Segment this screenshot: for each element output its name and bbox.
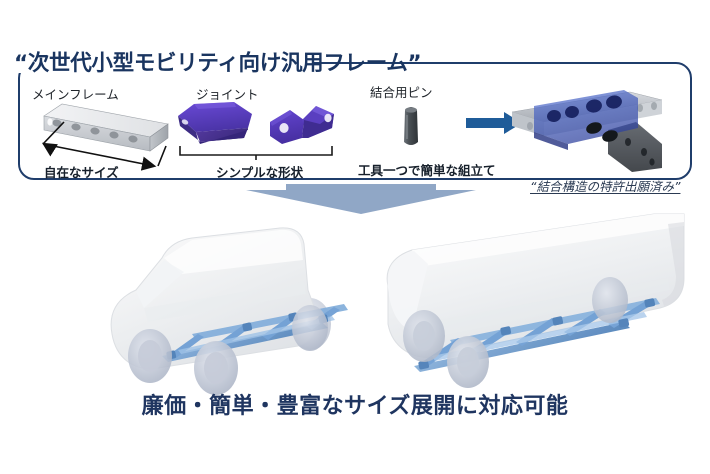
- double-headed-arrow-icon: [40, 118, 172, 171]
- label-main-frame: メインフレーム: [32, 87, 119, 102]
- right-arrow-icon: [466, 112, 522, 134]
- label-pin: 結合用ピン: [370, 85, 433, 100]
- purple-l-bracket-icon: [268, 98, 338, 150]
- purple-joint-icon: [176, 100, 260, 148]
- box-truck-render-icon: [372, 213, 688, 398]
- down-arrow-icon: [246, 184, 476, 214]
- joint-assembly-render-icon: [511, 84, 672, 172]
- pin-icon: [402, 104, 420, 148]
- title-border-mask: [10, 55, 312, 73]
- component-panel-frame: [18, 62, 692, 180]
- bottom-caption: 廉価・簡単・豊富なサイズ展開に対応可能: [141, 394, 569, 419]
- caption-free-size: 自在なサイズ: [44, 165, 119, 180]
- label-joint: ジョイント: [196, 87, 259, 102]
- small-van-render-icon: [92, 216, 392, 396]
- span-bracket-icon: [178, 146, 334, 160]
- page-title: “次世代小型モビリティ向け汎用フレーム”: [14, 51, 422, 76]
- caption-easy-assembly: 工具一つで簡単な組立て: [358, 163, 496, 178]
- caption-simple-shape: シンプルな形状: [216, 165, 304, 180]
- c-channel-rail-icon: [40, 100, 170, 162]
- patent-note: “結合構造の特許出願済み”: [530, 179, 681, 194]
